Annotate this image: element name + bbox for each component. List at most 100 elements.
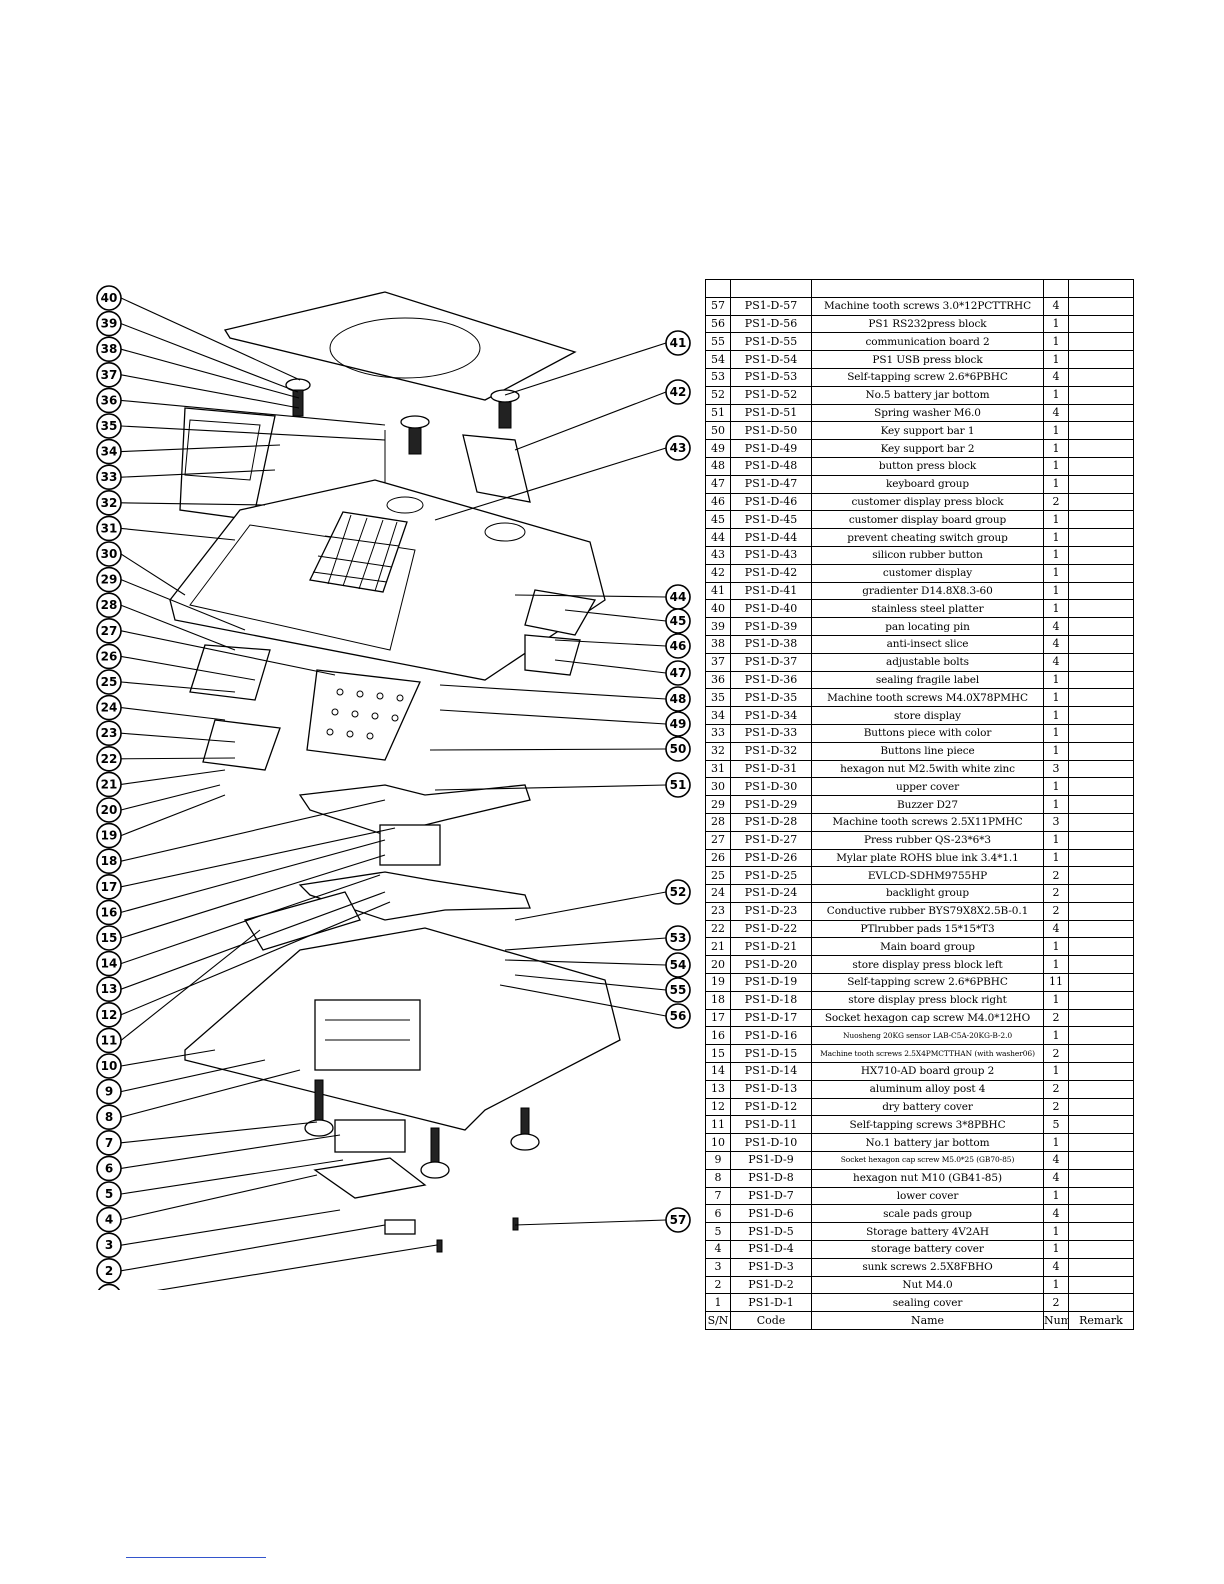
cell-num: 4 [1043,1168,1069,1188]
cell-remark [1068,1186,1134,1206]
cell-code: PS1-D-21 [730,937,812,957]
cell-remark [1068,706,1134,725]
callout-number: 52 [670,885,687,899]
cell-name: Machine tooth screws M4.0X78PMHC [811,688,1044,708]
cell-name: Main board group [811,937,1044,957]
leader-line [434,447,667,521]
callout-number: 27 [101,624,118,638]
cell-num: 1 [1043,1186,1069,1206]
callout-number: 22 [101,752,118,766]
cell-num: 1 [1043,1062,1069,1081]
cell-num: 1 [1043,581,1069,601]
cell-sn: 44 [705,528,731,547]
cell-sn: 27 [705,830,731,850]
leader-line [120,1224,386,1272]
callout-7: 7 [96,1129,122,1156]
callout-number: 47 [670,666,687,680]
cell-sn: 50 [705,421,731,441]
cell-num: 3 [1043,812,1069,832]
cell-name: keyboard group [811,474,1044,494]
callout-19: 19 [96,822,122,849]
cell-name: Conductive rubber BYS79X8X2.5B-0.1 [811,901,1044,921]
cell-num: 1 [1043,937,1069,957]
cell-code: PS1-D-33 [730,723,812,743]
leader-line [120,839,386,913]
cell-code: PS1-D-37 [730,652,812,672]
cell-code: PS1-D-48 [730,456,812,476]
leader-line [120,827,396,888]
cell-code: PS1-D-17 [730,1008,812,1028]
callout-number: 34 [101,445,118,459]
cell-remark [1068,385,1134,405]
cell-num: 1 [1043,1133,1069,1153]
parts-drawing [169,291,621,1253]
leader-line [434,784,667,791]
cell-num: 1 [1043,545,1069,565]
callout-12: 12 [96,1001,122,1028]
callout-49: 49 [665,711,691,737]
leader-line [514,974,667,991]
keyboard-shape [306,669,421,761]
cell-name: PTlrubber pads 15*15*T3 [811,919,1044,939]
callout-number: 6 [105,1161,113,1175]
cell-num: 1 [1043,848,1069,868]
callout-number: 44 [670,590,687,604]
cell-remark [1068,1008,1134,1028]
cell-remark [1068,937,1134,957]
cell-num: 1 [1043,1026,1069,1046]
cell-num: 2 [1043,901,1069,921]
lcd-module-shape [189,644,271,701]
cell-name: Buttons line piece [811,741,1044,761]
column-header-num: Num. [1043,1311,1069,1331]
cell-name: pan locating pin [811,617,1044,636]
cell-sn: 2 [705,1275,731,1295]
cell-remark [1068,456,1134,476]
callout-30: 30 [96,541,122,567]
leader-line [120,1121,318,1144]
callout-41: 41 [665,330,691,356]
cell-remark [1068,421,1134,441]
cell-sn: 47 [705,474,731,494]
cell-remark [1068,1275,1134,1295]
callout-number: 38 [101,342,118,356]
callout-number: 18 [101,854,118,868]
cell-remark [1068,866,1134,886]
cell-sn: 38 [705,634,731,654]
leader-line [120,604,236,651]
callout-10: 10 [96,1053,122,1079]
callout-51: 51 [665,772,691,798]
cell-code: PS1-D-18 [730,990,812,1010]
cell-name: Socket hexagon cap screw M4.0*12HO [811,1008,1044,1028]
cell-sn: 11 [705,1115,731,1135]
cell-num: 1 [1043,1240,1069,1259]
leader-line [429,748,667,751]
leader-line [120,874,381,965]
leader-line [514,1219,667,1226]
callout-54: 54 [665,952,691,978]
cell-remark [1068,670,1134,690]
column-header-code: Code [730,1311,812,1331]
cell-name: Key support bar 1 [811,421,1044,441]
cell-remark [1068,563,1134,583]
cell-sn: 25 [705,866,731,886]
cell-remark [1068,510,1134,530]
cell-sn: 14 [705,1062,731,1081]
cell-sn: 22 [705,919,731,939]
leader-line [120,1174,318,1221]
callout-21: 21 [96,771,122,798]
cell-sn: 45 [705,510,731,530]
cell-name: sealing cover [811,1293,1044,1313]
cell-num: 5 [1043,1115,1069,1135]
cell-remark [1068,1115,1134,1135]
cell-name: prevent cheating switch group [811,528,1044,547]
cell-code: PS1-D-6 [730,1204,812,1224]
cell-name: upper cover [811,777,1044,797]
cell-code: PS1-D-42 [730,563,812,583]
